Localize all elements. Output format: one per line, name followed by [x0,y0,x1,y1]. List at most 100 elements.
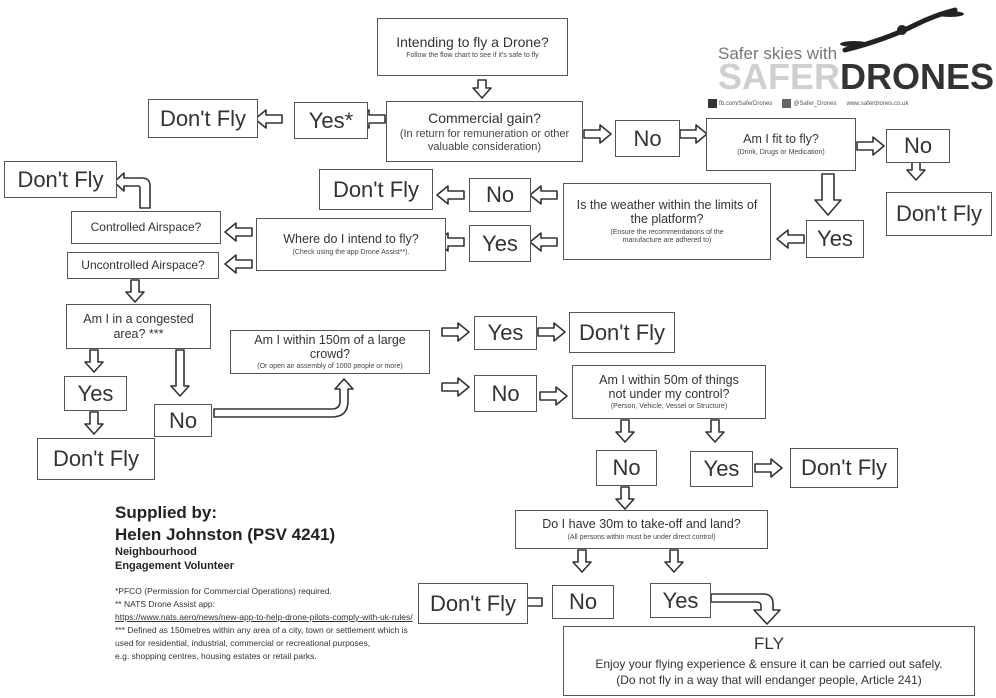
dont-fly-within50: Don't Fly [790,448,898,488]
arrow-right [539,386,568,406]
arrow-down [664,549,684,573]
weather-title: Is the weather within the limits of the … [576,198,758,227]
where-box: Where do I intend to fly? (Check using t… [256,218,446,271]
twitter-text: @Safer_Drones [793,101,837,108]
supplier-name: Helen Johnston (PSV 4241) [115,525,336,544]
commercial-box: Commercial gain? (In return for remunera… [386,101,583,162]
arrow-right [856,136,885,156]
controlled-box: Controlled Airspace? [71,211,221,244]
dont-fly-weather: Don't Fly [319,169,433,210]
arrow-left [529,232,558,252]
within50-title: Am I within 50m of things not under my c… [599,372,739,401]
facebook-icon [708,99,717,108]
no-have30-box: No [552,585,614,619]
footnote-1: *PFCO (Permission for Commercial Operati… [115,586,332,596]
yes-label: Yes [703,456,740,482]
yes-label: Yes [662,587,699,613]
arrow-curved [213,378,354,418]
where-title: Where do I intend to fly? [283,232,419,247]
footnote-2: ** NATS Drone Assist app: [115,599,215,609]
arrow-down [170,349,190,397]
logo-drones: DRONES [840,56,995,97]
fit-box: Am I fit to fly? (Drink, Drugs or Medica… [706,118,856,171]
start-title: Intending to fly a Drone? [396,33,549,50]
congested-label: Am I in a congested area? *** [83,312,194,341]
dont-fly-label: Don't Fly [429,590,517,616]
arrow-down [615,419,635,443]
no-label: No [485,182,515,208]
no-within50-box: No [596,450,657,486]
commercial-title: Commercial gain? [428,109,541,126]
arrow-down [572,549,592,573]
congested-box: Am I in a congested area? *** [66,304,211,349]
supplied-by-heading: Supplied by: [115,503,217,522]
within50-box: Am I within 50m of things not under my c… [572,365,766,419]
crowd-title: Am I within 150m of a large crowd? [254,332,406,361]
arrow-left [776,229,805,249]
no-congested-box: No [154,404,212,437]
dont-fly-label: Don't Fly [159,105,247,131]
arrow-curved [113,172,151,209]
arrow-right [583,124,612,144]
crowd-sub: (Or open air assembly of 1000 people or … [257,363,403,371]
commercial-sub: (In return for remuneration or other val… [399,127,570,153]
dont-fly-fit: Don't Fly [886,192,992,236]
arrow-right [679,124,708,144]
no-fit-box: No [886,129,950,163]
dont-fly-label: Don't Fly [332,176,420,202]
arrow-left [529,185,558,205]
yes-congested-box: Yes [64,376,127,411]
dont-fly-have30: Don't Fly [418,583,528,624]
controlled-label: Controlled Airspace? [90,219,202,234]
arrow-down [84,411,104,435]
uncontrolled-box: Uncontrolled Airspace? [67,252,219,279]
fly-title: FLY [754,634,784,654]
footnote-link[interactable]: https://www.nats.aero/news/new-app-to-he… [115,612,413,622]
no-label: No [903,133,933,159]
twitter-icon [782,99,792,108]
yes-label: Yes [482,230,518,256]
logo-links: fb.com/SaferDrones @Safer_Drones www.saf… [708,99,909,108]
no-commercial-box: No [615,120,680,157]
footnote-3-cont: used for residential, industrial, commer… [115,638,371,648]
dont-fly-controlled: Don't Fly [4,161,117,198]
logo-tagline: Safer skies with [718,44,838,63]
arrow-down [84,349,104,373]
footnote-3: *** Defined as 150metres within any area… [115,625,408,635]
dont-fly-label: Don't Fly [578,319,666,345]
yes-weather-box: Yes [469,225,531,262]
arrow-down [906,161,926,181]
no-label: No [612,455,641,481]
where-sub: (Check using the app Drone Assist**). [292,248,410,256]
facebook-link[interactable]: fb.com/SaferDrones [708,99,772,108]
dont-fly-label: Don't Fly [52,446,140,472]
weather-sub: (Ensure the recommendations of the manuf… [610,228,724,244]
yes-have30-box: Yes [650,583,711,618]
twitter-link[interactable]: @Safer_Drones [782,99,836,108]
dont-fly-label: Don't Fly [17,166,104,192]
arrow-left [224,222,253,242]
supplier-role-line1: Neighbourhood [115,546,197,558]
dont-fly-label: Don't Fly [895,201,983,227]
dont-fly-label: Don't Fly [800,455,888,481]
arrow-left [436,185,465,205]
start-sub: Follow the flow chart to see if it's saf… [406,52,539,60]
yes-label: Yes [487,320,524,346]
arrow-left [254,109,283,129]
yes-crowd-box: Yes [474,316,537,350]
fit-sub: (Drink, Drugs or Medication) [737,148,825,156]
arrow-down [705,419,725,443]
website-link[interactable]: www.saferdrones.co.uk [846,100,909,107]
dont-fly-congested: Don't Fly [37,438,155,480]
arrow-down [814,173,842,216]
dont-fly-commercial: Don't Fly [148,99,258,138]
footnote-3-cont2: e.g. shopping centres, housing estates o… [115,651,317,661]
supplier-role-line2: Engagement Volunteer [115,560,234,572]
arrow-right [441,377,470,397]
fly-box: FLY Enjoy your flying experience & ensur… [563,626,975,696]
fit-title: Am I fit to fly? [743,132,819,147]
drone-logo-icon [840,7,964,53]
logo-wordmark: SAFERDRONES [718,56,994,98]
dont-fly-crowd: Don't Fly [569,312,675,353]
